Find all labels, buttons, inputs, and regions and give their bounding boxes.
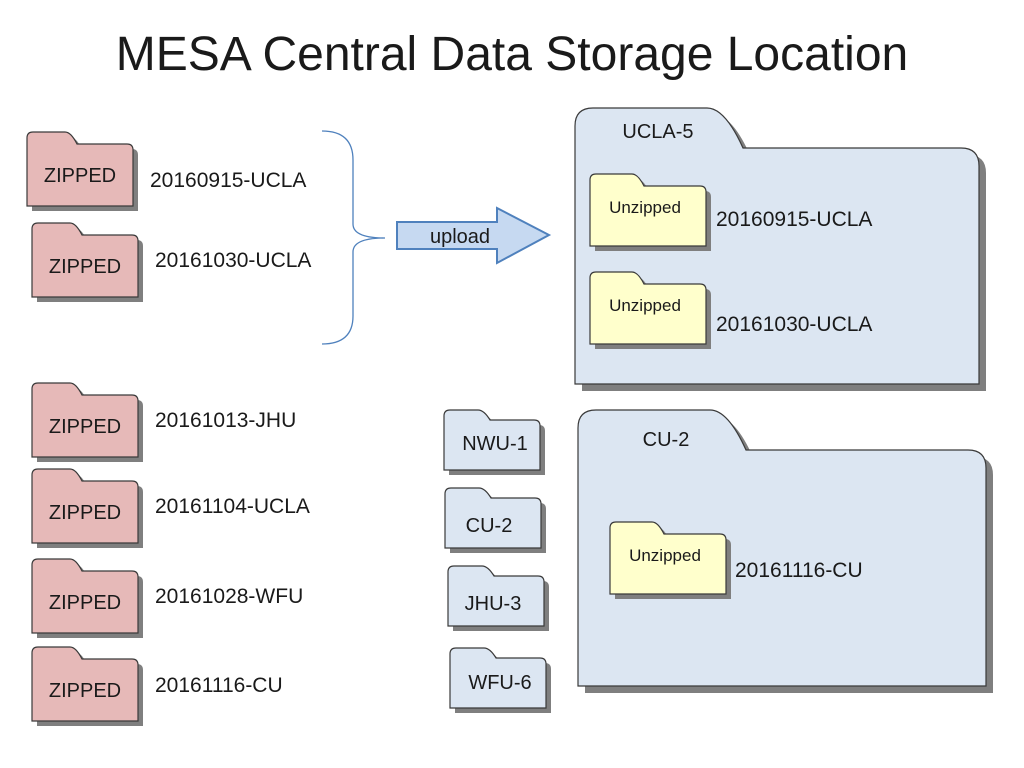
folder-shape (31, 222, 139, 298)
folder-shape (444, 487, 542, 549)
site-folder-3: JHU-3 (447, 565, 549, 631)
site-folder-label: JHU-3 (465, 593, 522, 615)
storage-folder-label: UCLA-5 (622, 121, 693, 143)
folder-shape (589, 271, 707, 345)
folder-shape (26, 131, 134, 207)
folder-shape (447, 565, 545, 627)
unzipped-label: Unzipped (609, 296, 681, 315)
folder-shape (609, 521, 727, 595)
zipped-folder-2: ZIPPED (31, 222, 143, 302)
zipped-folder-name: 20161116-CU (155, 674, 283, 697)
site-folder-4: WFU-6 (449, 647, 551, 713)
zipped-label: ZIPPED (44, 165, 116, 187)
site-folder-1: NWU-1 (443, 409, 545, 475)
zipped-label: ZIPPED (49, 592, 121, 614)
zipped-folder-5: ZIPPED (31, 558, 143, 638)
storage-folder-label: CU-2 (643, 429, 690, 451)
zipped-folder-name: 20161028-WFU (155, 585, 303, 608)
zipped-label: ZIPPED (49, 680, 121, 702)
folder-shape (31, 558, 139, 634)
unzipped-folder: Unzipped (589, 271, 711, 349)
folder-shape (31, 382, 139, 458)
unzipped-folder: Unzipped (609, 521, 731, 599)
zipped-folder-4: ZIPPED (31, 468, 143, 548)
site-folder-label: CU-2 (466, 515, 513, 537)
unzipped-label: Unzipped (609, 198, 681, 217)
site-folder-2: CU-2 (444, 487, 546, 553)
unzipped-label: Unzipped (629, 546, 701, 565)
zipped-label: ZIPPED (49, 416, 121, 438)
folder-shape (449, 647, 547, 709)
grouping-brace (321, 130, 386, 345)
unzipped-folder-name: 20161116-CU (735, 559, 863, 582)
zipped-folder-name: 20161104-UCLA (155, 495, 310, 518)
arrow-shape (396, 206, 552, 265)
zipped-folder-name: 20161013-JHU (155, 409, 296, 432)
unzipped-folder: Unzipped (589, 173, 711, 251)
folder-shape (577, 409, 987, 687)
folder-shape (443, 409, 541, 471)
folder-shape (31, 646, 139, 722)
zipped-folder-name: 20160915-UCLA (150, 169, 306, 192)
zipped-label: ZIPPED (49, 256, 121, 278)
zipped-folder-6: ZIPPED (31, 646, 143, 726)
unzipped-folder-name: 20160915-UCLA (716, 208, 872, 231)
upload-label: upload (430, 226, 490, 248)
zipped-folder-3: ZIPPED (31, 382, 143, 462)
site-folder-label: NWU-1 (462, 433, 528, 455)
folder-shape (589, 173, 707, 247)
upload-arrow: upload (396, 206, 552, 265)
page-title: MESA Central Data Storage Location (116, 28, 908, 81)
zipped-folder-1: ZIPPED (26, 131, 138, 211)
zipped-folder-name: 20161030-UCLA (155, 249, 311, 272)
zipped-label: ZIPPED (49, 502, 121, 524)
unzipped-folder-name: 20161030-UCLA (716, 313, 872, 336)
site-folder-label: WFU-6 (468, 672, 531, 694)
folder-shape (31, 468, 139, 544)
